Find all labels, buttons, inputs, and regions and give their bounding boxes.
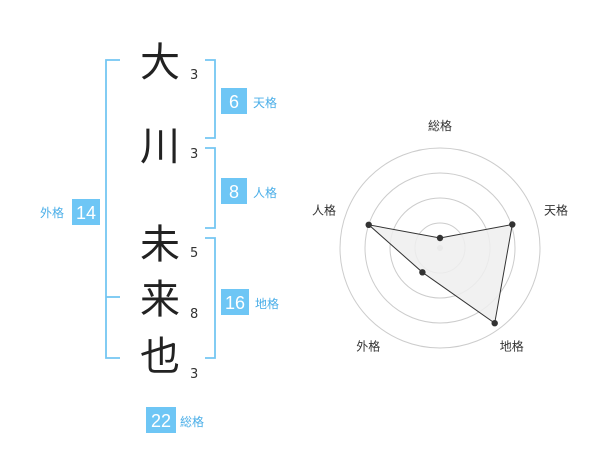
tenkaku-label: 天格 (253, 95, 277, 110)
chikaku-label: 地格 (255, 296, 279, 311)
radar-ring-3 (364, 172, 516, 324)
radar-point-2 (509, 221, 516, 228)
radar-point-1 (436, 234, 444, 242)
chikaku-bracket (205, 237, 216, 359)
jinkaku-score: 8 人格 (221, 178, 277, 204)
tenkaku-value: 6 (229, 92, 239, 112)
name-characters: 大 川 未 来 也 (140, 40, 180, 380)
soukaku-score-box (146, 407, 176, 433)
name-char-2: 川 (140, 124, 180, 170)
name-char-4: 来 (140, 277, 180, 323)
gaikaku-score: 外格 14 (40, 199, 100, 225)
radar-axis-label-4: 外格 (356, 339, 380, 354)
stroke-count-5: 3 (190, 367, 198, 382)
soukaku-value: 22 (151, 411, 171, 431)
chikaku-value: 16 (225, 293, 245, 313)
jinkaku-bracket (205, 147, 216, 229)
radar-axis-label-3: 地格 (500, 339, 524, 354)
name-char-5: 也 (140, 334, 180, 380)
stroke-count-4: 8 (190, 307, 198, 322)
soukaku-score: 22 総格 (146, 407, 204, 433)
gaikaku-label: 外格 (40, 205, 64, 220)
gaikaku-bracket (105, 59, 120, 359)
radar-ring-4 (339, 147, 541, 349)
name-char-3: 未 (140, 222, 180, 268)
radar-point-4 (419, 269, 426, 276)
stroke-counts: 3 3 5 8 3 (190, 68, 198, 382)
tenkaku-score: 6 天格 (221, 88, 277, 114)
radar-axis-label-1: 総格 (428, 118, 452, 133)
chikaku-score: 16 地格 (221, 289, 279, 315)
stroke-count-1: 3 (190, 68, 198, 83)
gaikaku-score-box (72, 199, 100, 225)
jinkaku-value: 8 (229, 182, 239, 202)
jinkaku-label: 人格 (253, 185, 277, 200)
tenkaku-bracket (205, 59, 216, 139)
radar-axis-label-5: 人格 (312, 202, 336, 217)
radar-series-polygon (367, 223, 513, 325)
radar-point-5 (365, 221, 372, 228)
soukaku-label: 総格 (180, 414, 204, 429)
radar-point-3 (491, 320, 498, 327)
stroke-count-3: 5 (190, 246, 198, 261)
jinkaku-score-box (221, 178, 247, 204)
stroke-count-2: 3 (190, 147, 198, 162)
chikaku-score-box (221, 289, 249, 315)
tenkaku-score-box (221, 88, 247, 114)
name-char-1: 大 (140, 40, 180, 86)
gaikaku-value: 14 (76, 203, 96, 223)
radar-axis-label-2: 天格 (544, 202, 568, 217)
